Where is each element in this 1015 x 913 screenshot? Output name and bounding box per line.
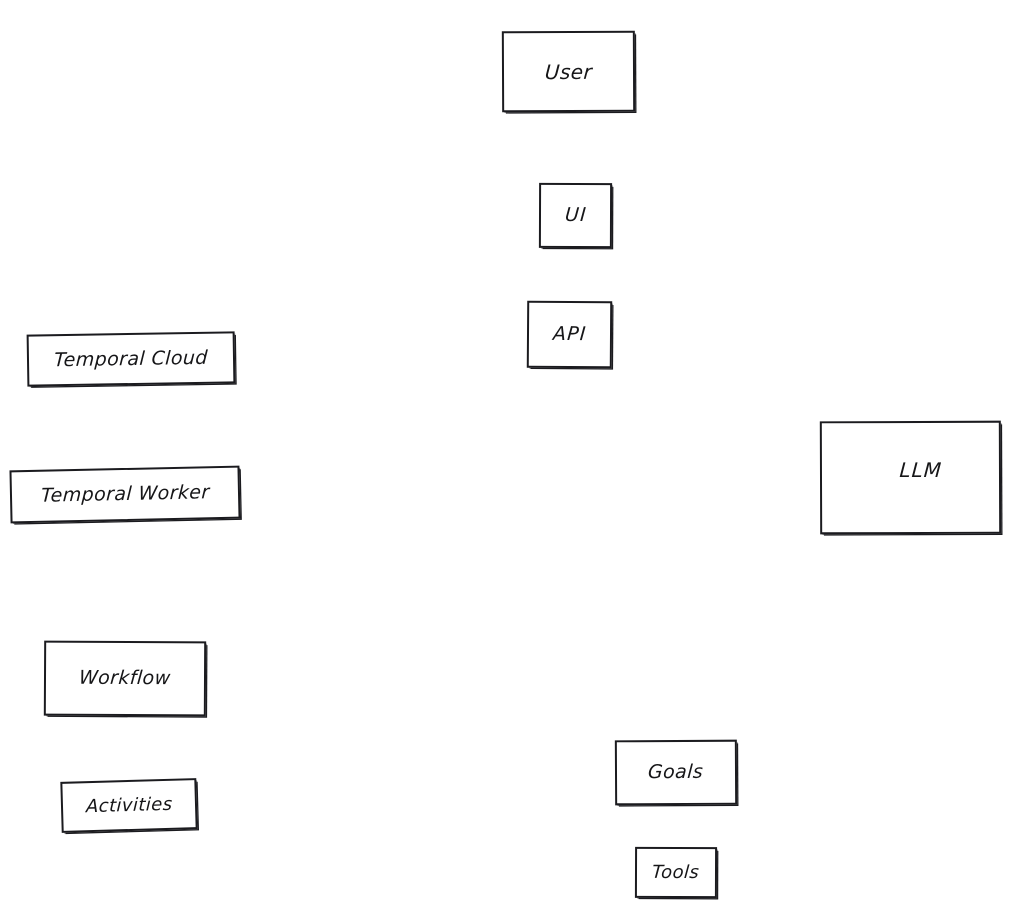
node-user[interactable]: User [501,30,636,113]
node-activities[interactable]: Activities [60,778,198,833]
node-workflow-label: Workflow [78,666,172,690]
node-temporal-worker[interactable]: Temporal Worker [9,465,241,524]
node-ui[interactable]: UI [538,182,613,249]
node-ui-label: UI [563,203,588,227]
node-user-label: User [544,59,593,84]
node-tools-label: Tools [651,861,701,883]
node-api[interactable]: API [526,300,613,369]
node-temporal-cloud[interactable]: Temporal Cloud [26,331,236,387]
node-workflow[interactable]: Workflow [43,640,207,717]
node-goals[interactable]: Goals [614,739,738,806]
node-tools[interactable]: Tools [634,846,718,899]
node-activities-label: Activities [85,793,173,817]
node-llm[interactable]: LLM [819,420,1002,535]
node-goals-label: Goals [647,760,705,784]
node-temporal-cloud-label: Temporal Cloud [53,346,209,371]
node-llm-label: LLM [898,457,944,482]
node-api-label: API [551,322,588,346]
clipped-top-text: · · · · · · · · · · · · · · · · · · · [286,0,756,5]
node-temporal-worker-label: Temporal Worker [40,481,210,507]
